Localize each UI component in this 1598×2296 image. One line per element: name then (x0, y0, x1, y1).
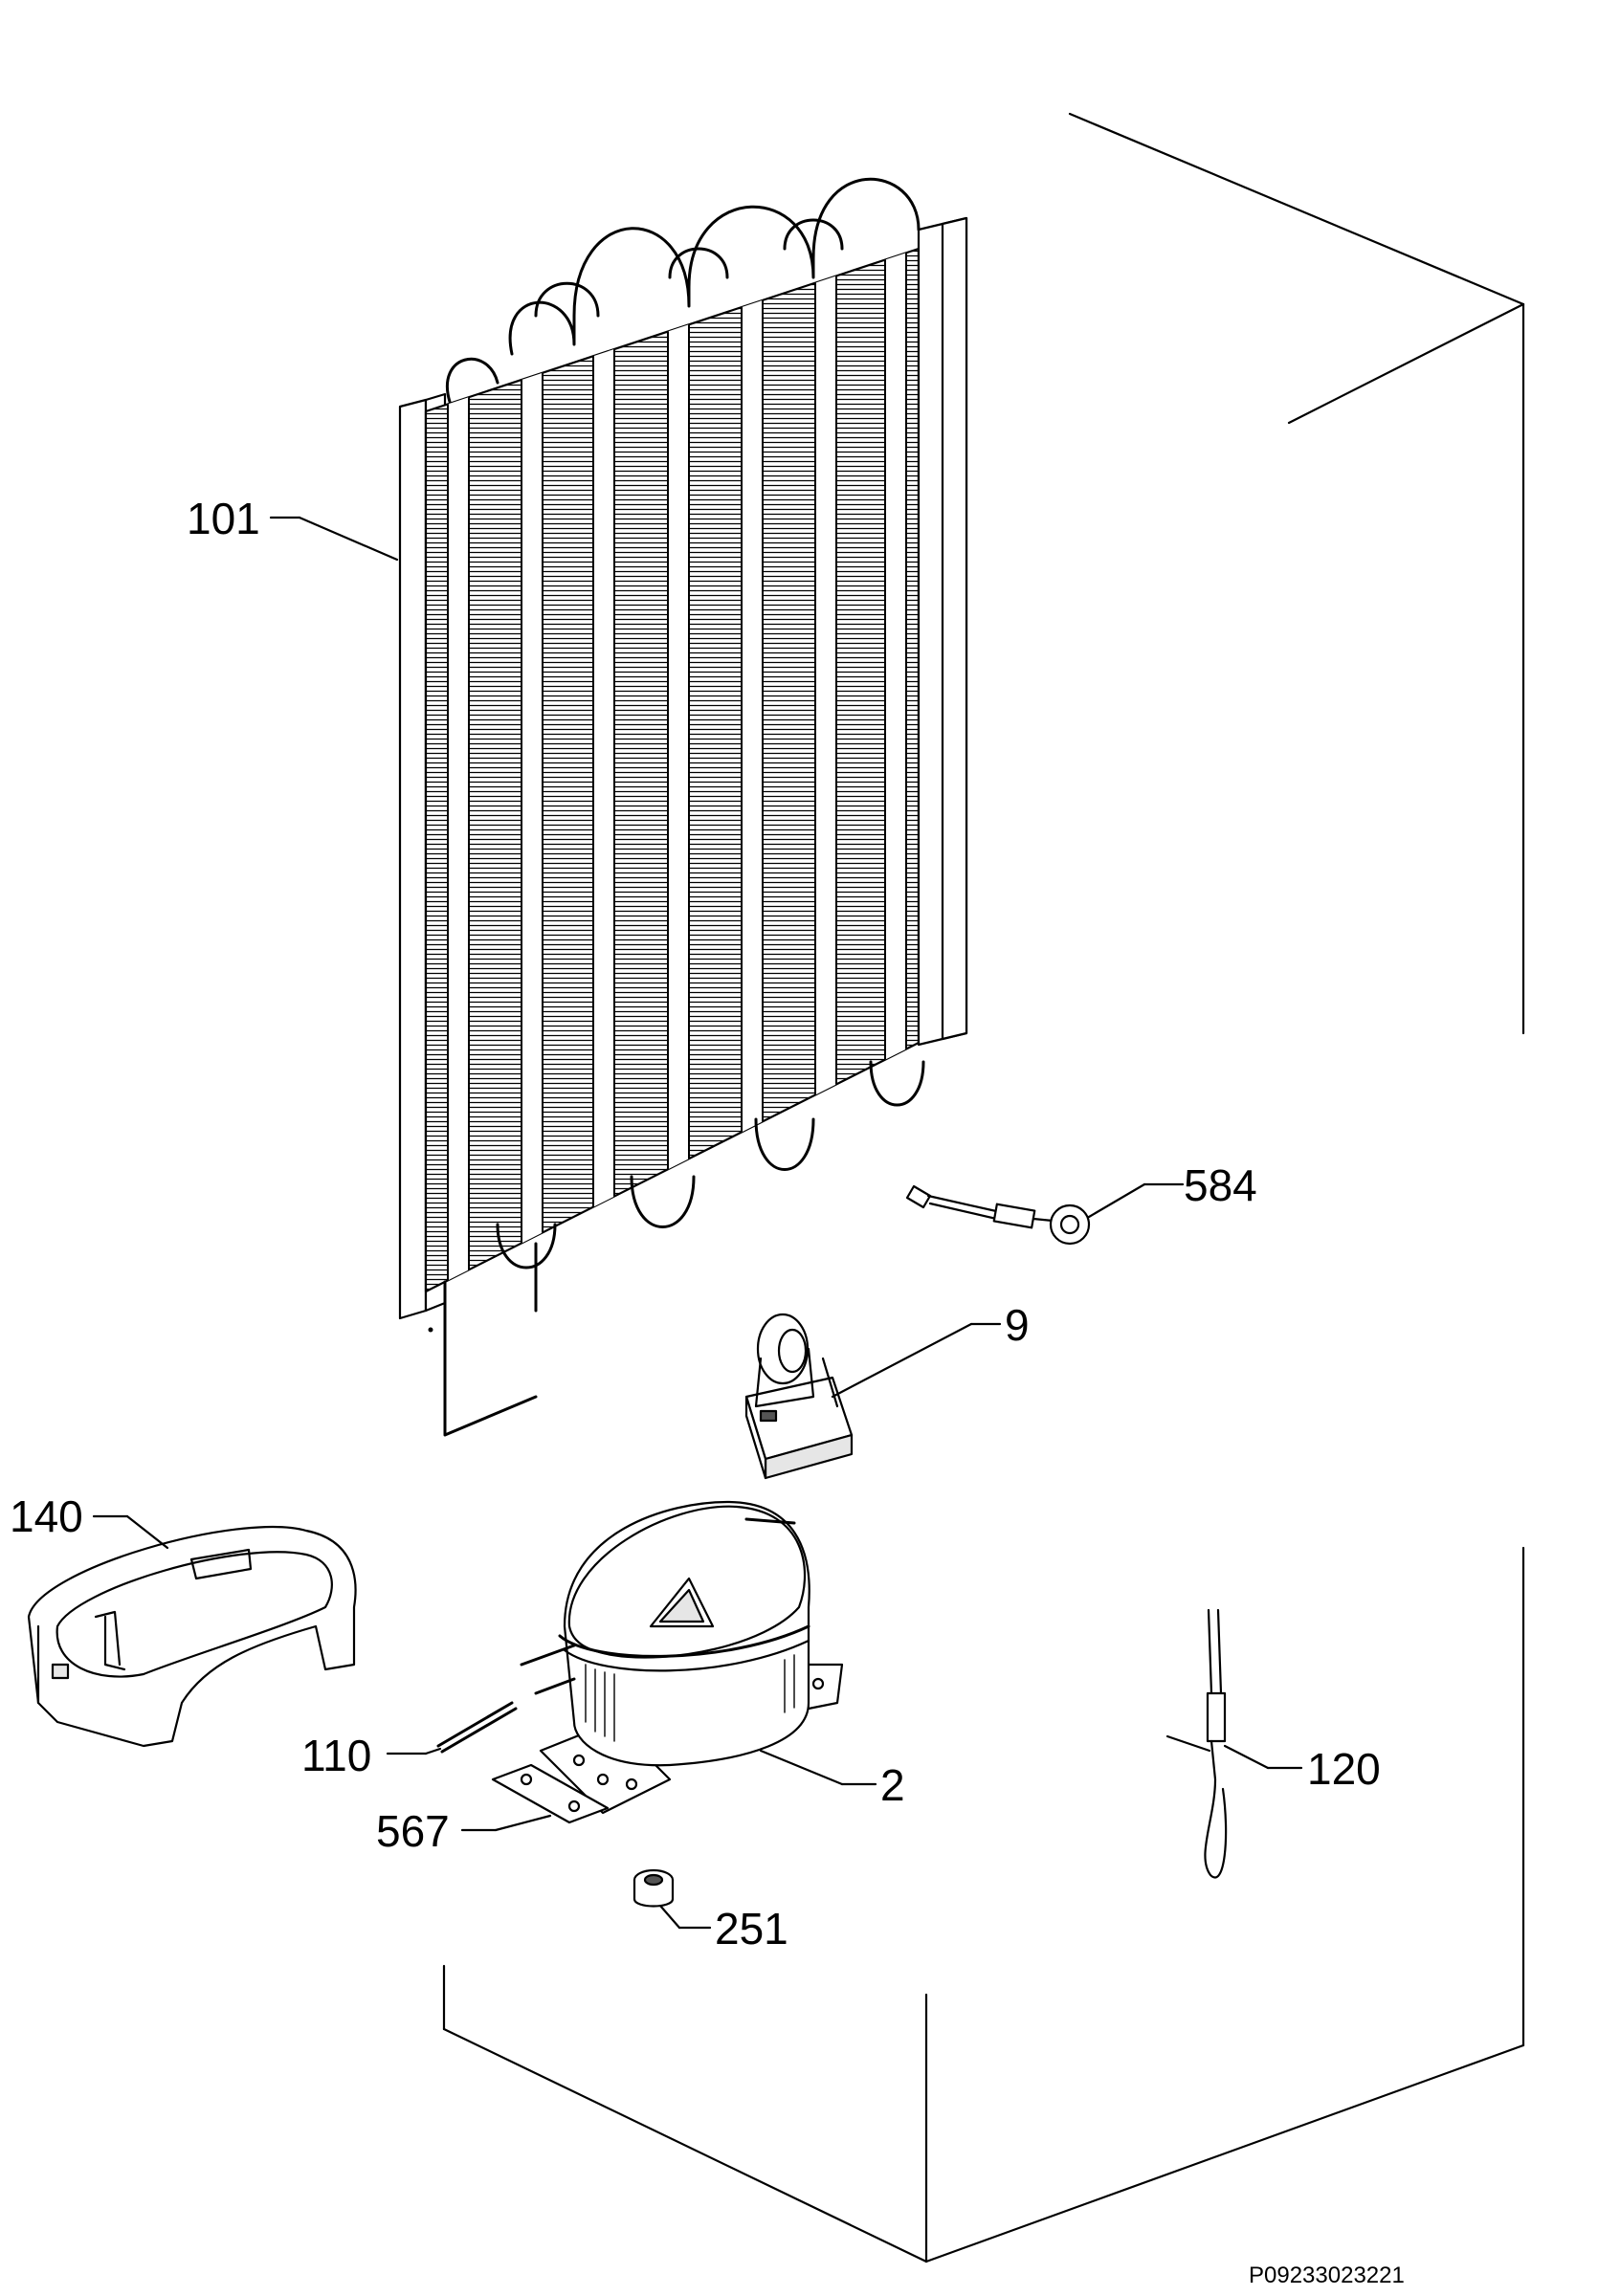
relay-connector-part (1165, 1608, 1228, 1879)
callout-label: 9 (1005, 1300, 1030, 1350)
callout-labels: 101 584 9 140 110 2 567 251 120 (10, 494, 1381, 1954)
callout-label: 110 (301, 1731, 371, 1780)
compressor-tray-part (27, 1526, 357, 1748)
cabinet-outline (442, 112, 1525, 2263)
grommet-part (633, 1868, 675, 1908)
mounting-plate-part (491, 1763, 610, 1824)
callout-label: 140 (10, 1491, 83, 1541)
callout-label: 251 (715, 1904, 788, 1954)
overload-protector-part (905, 1184, 1091, 1246)
callout-label: 120 (1307, 1744, 1381, 1794)
callout-label: 101 (187, 494, 260, 543)
callout-label: 584 (1184, 1160, 1257, 1210)
process-tube-part (436, 1701, 518, 1754)
leader-lines (92, 516, 1303, 1930)
callout-label: 567 (376, 1806, 450, 1856)
clamp-bracket-part (744, 1313, 854, 1480)
condenser (398, 177, 968, 1437)
callout-label: 2 (880, 1760, 905, 1810)
compressor-part (520, 1500, 844, 1815)
drawing-code: P09233023221 (1249, 2263, 1405, 2288)
